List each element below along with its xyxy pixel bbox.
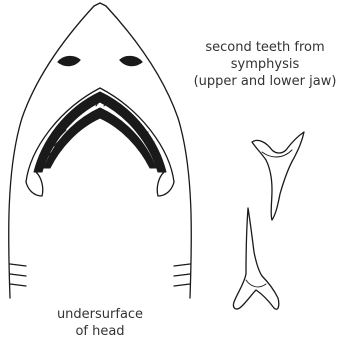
head-caption-line-1: undersurface xyxy=(0,306,200,323)
nostril-left xyxy=(58,56,80,65)
gill-slits-left xyxy=(10,264,26,286)
teeth-caption: second teeth from symphysis (upper and l… xyxy=(186,39,344,90)
gill-slits-right xyxy=(174,264,190,286)
teeth-caption-line-1: second teeth from xyxy=(186,39,344,56)
lower-tooth-root-line xyxy=(246,280,266,287)
teeth-caption-line-2: symphysis xyxy=(186,56,344,73)
lower-tooth xyxy=(233,208,278,309)
upper-tooth xyxy=(252,132,304,220)
teeth-caption-line-3: (upper and lower jaw) xyxy=(186,73,344,90)
head-caption-line-2: of head xyxy=(0,323,200,340)
mouth-corner-right xyxy=(157,172,174,196)
head-caption: undersurface of head xyxy=(0,306,200,340)
upper-tooth-root-line xyxy=(262,150,292,157)
nostril-right xyxy=(120,56,142,65)
mouth-corner-left xyxy=(26,172,43,196)
